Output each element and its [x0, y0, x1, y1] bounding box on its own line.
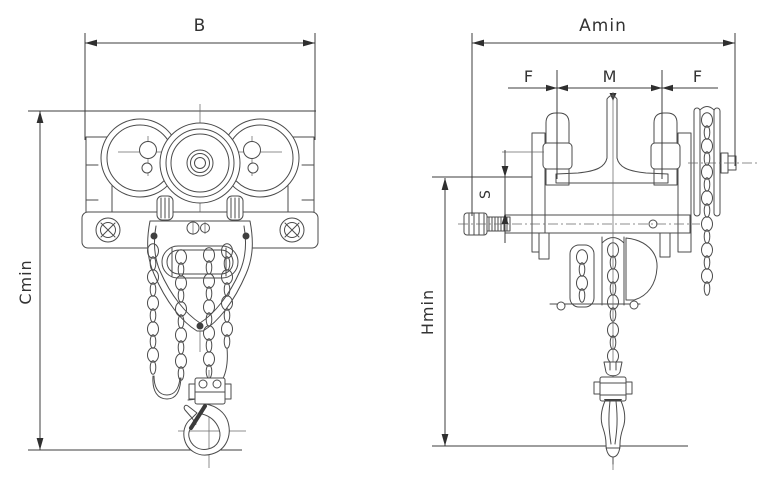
- trolley-side-plates-side: [531, 132, 692, 253]
- chain-guides: [156, 195, 244, 221]
- front-view: [81, 104, 319, 468]
- dimension-label-amin: Amin: [579, 16, 627, 36]
- hook-front: [183, 403, 230, 456]
- dimension-label-m: M: [603, 67, 618, 86]
- trolley-wheels-front: [100, 118, 300, 198]
- dimension-hmin: Hmin: [418, 176, 688, 447]
- i-beam-section: [555, 95, 669, 184]
- hand-chain-wheel: [688, 106, 760, 296]
- dimension-label-s: S: [478, 189, 494, 199]
- dimension-label-f-left: F: [524, 67, 534, 86]
- dimension-lines-overlay: S: [471, 33, 736, 243]
- trolley-wheels-side: [502, 112, 681, 186]
- hook-safety-latch: [189, 404, 207, 430]
- dimension-amin: Amin: [472, 16, 735, 47]
- dimension-fmf: F M F: [508, 67, 718, 101]
- hook-assembly-front: [178, 370, 246, 468]
- hoist-body-side: [549, 236, 658, 322]
- hook-side: [600, 400, 626, 458]
- dimension-b: B: [84, 16, 316, 140]
- dimension-label-cmin: Cmin: [16, 259, 35, 304]
- dimension-cmin: Cmin: [16, 110, 316, 451]
- dimension-label-f-right: F: [693, 67, 703, 86]
- hook-assembly-side: [593, 92, 633, 470]
- hoist-body-front: [147, 220, 253, 332]
- dimension-lines: B Cmin Amin F M F: [16, 16, 735, 451]
- handwheel-shaft-nut: [688, 152, 760, 174]
- dimension-label-hmin: Hmin: [418, 289, 437, 335]
- gear-housing: [159, 122, 241, 204]
- dimension-label-b: B: [194, 16, 207, 36]
- side-view: [458, 92, 760, 470]
- dimension-s: S: [478, 150, 509, 243]
- hook-tip-front: [183, 404, 198, 419]
